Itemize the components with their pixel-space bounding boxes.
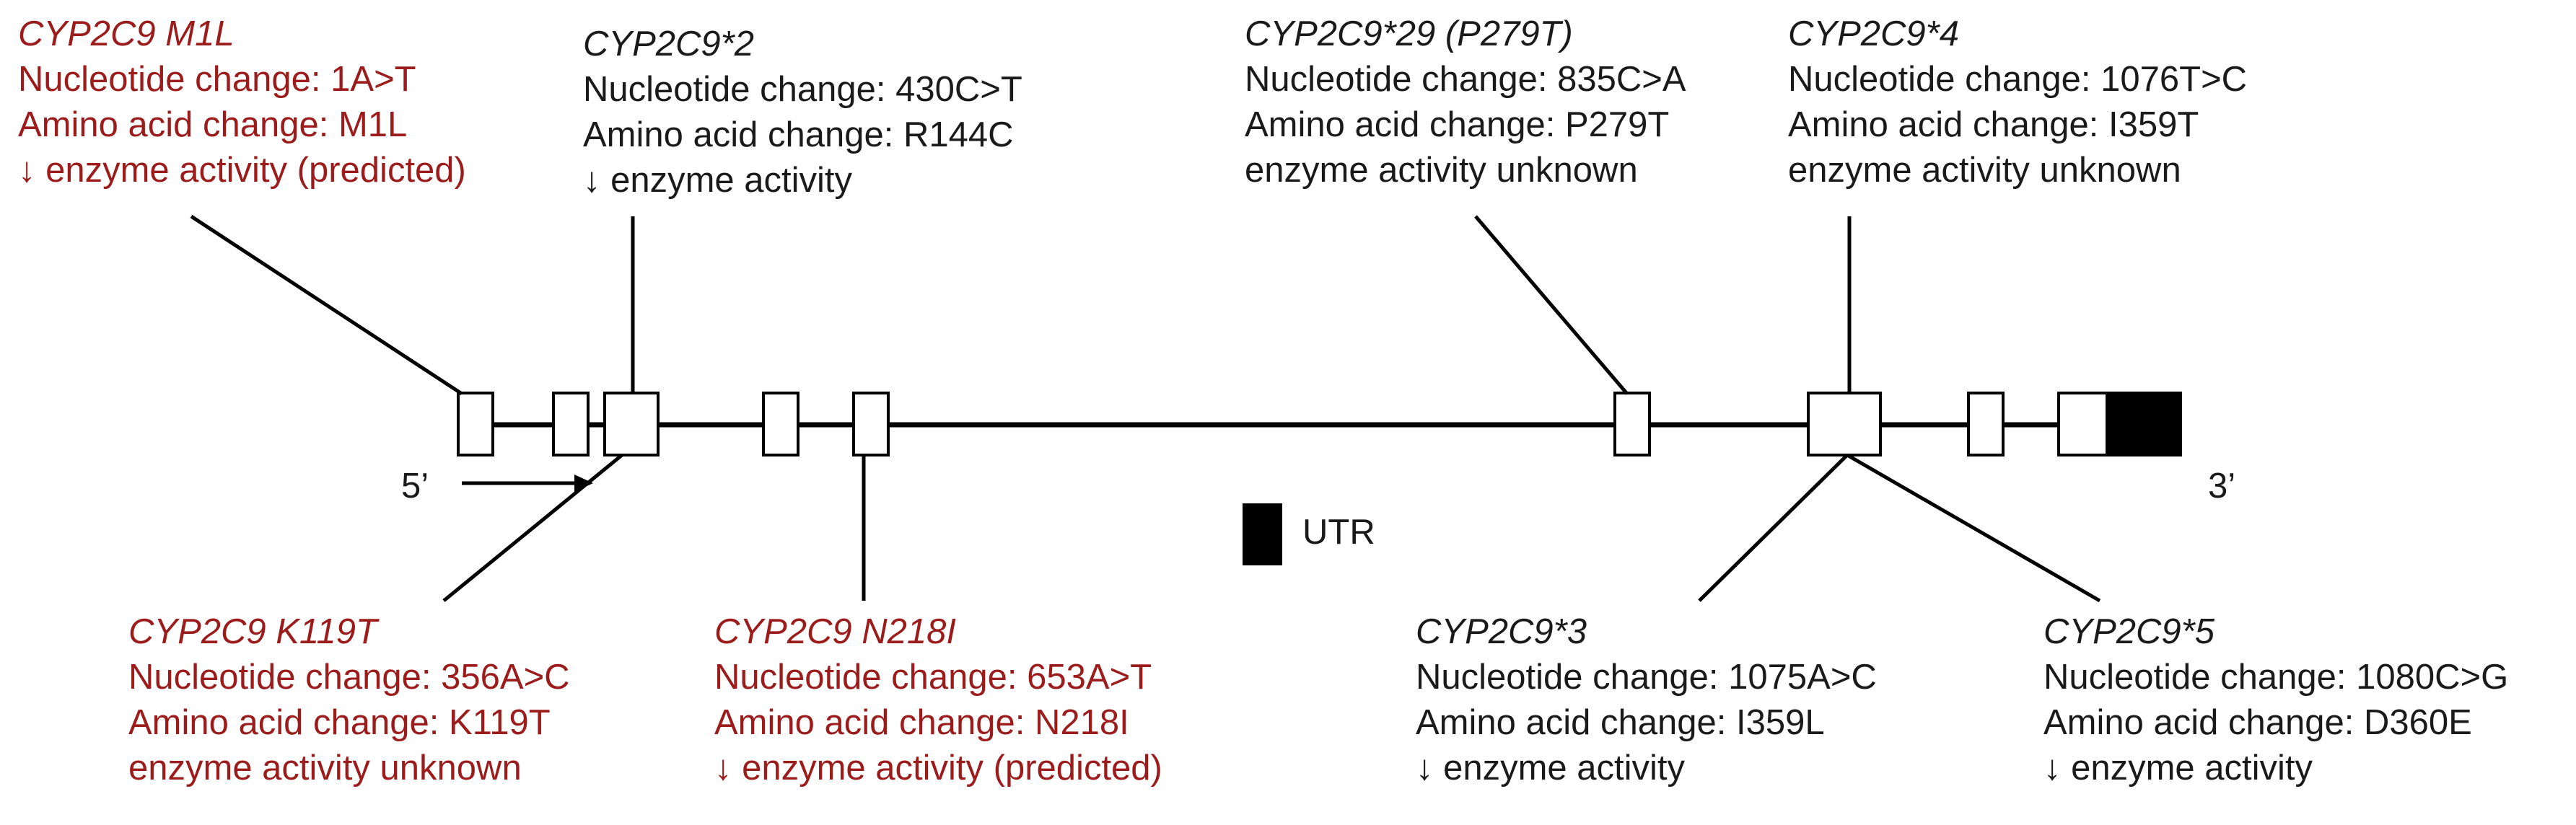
nucleotide-change: Nucleotide change: 430C>T [583, 70, 1022, 109]
amino-acid-change: Amino acid change: M1L [18, 105, 408, 144]
variant-name: CYP2C9*3 [1416, 612, 1587, 651]
exon-2 [552, 392, 590, 456]
amino-acid-change: Amino acid change: I359T [1788, 105, 2199, 144]
enzyme-activity: enzyme activity unknown [1788, 151, 2181, 190]
variant-star29: CYP2C9*29 (P279T) Nucleotide change: 835… [1245, 12, 1686, 193]
variant-k119t: CYP2C9 K119T Nucleotide change: 356A>C A… [128, 609, 570, 791]
variant-star5: CYP2C9*5 Nucleotide change: 1080C>G Amin… [2043, 609, 2508, 791]
exon-5 [852, 392, 890, 456]
enzyme-activity: ↓ enzyme activity [2043, 749, 2313, 788]
amino-acid-change: Amino acid change: I359L [1416, 703, 1825, 742]
variant-name: CYP2C9*5 [2043, 612, 2214, 651]
enzyme-activity: ↓ enzyme activity (predicted) [714, 749, 1162, 788]
connector-star3 [1698, 454, 1849, 602]
variant-star3: CYP2C9*3 Nucleotide change: 1075A>C Amin… [1416, 609, 1877, 791]
amino-acid-change: Amino acid change: R144C [583, 115, 1014, 154]
connector-m1l [190, 214, 463, 396]
exon-7 [1807, 392, 1882, 456]
enzyme-activity: ↓ enzyme activity (predicted) [18, 151, 466, 190]
variant-name: CYP2C9*29 (P279T) [1245, 14, 1573, 53]
variant-name: CYP2C9 M1L [18, 14, 235, 53]
nucleotide-change: Nucleotide change: 1076T>C [1788, 60, 2248, 99]
utr-block [2106, 392, 2182, 456]
amino-acid-change: Amino acid change: D360E [2043, 703, 2472, 742]
three-prime-label: 3’ [2208, 467, 2236, 506]
nucleotide-change: Nucleotide change: 1A>T [18, 60, 416, 99]
nucleotide-change: Nucleotide change: 1075A>C [1416, 658, 1877, 697]
enzyme-activity: ↓ enzyme activity [1416, 749, 1686, 788]
nucleotide-change: Nucleotide change: 835C>A [1245, 60, 1686, 99]
exon-8 [1967, 392, 2005, 456]
legend-utr-label: UTR [1302, 513, 1375, 552]
amino-acid-change: Amino acid change: K119T [128, 703, 551, 742]
five-prime-label: 5’ [401, 467, 429, 506]
variant-name: CYP2C9 K119T [128, 612, 377, 651]
amino-acid-change: Amino acid change: P279T [1245, 105, 1670, 144]
variant-star4: CYP2C9*4 Nucleotide change: 1076T>C Amin… [1788, 12, 2247, 193]
connector-star29 [1474, 215, 1629, 395]
variant-m1l: CYP2C9 M1L Nucleotide change: 1A>T Amino… [18, 12, 466, 193]
exon-4 [762, 392, 799, 456]
variant-name: CYP2C9*2 [583, 25, 754, 63]
exon-3 [603, 392, 660, 456]
exon-1 [457, 392, 494, 456]
nucleotide-change: Nucleotide change: 1080C>G [2043, 658, 2509, 697]
enzyme-activity: enzyme activity unknown [1245, 151, 1638, 190]
variant-name: CYP2C9 N218I [714, 612, 957, 651]
exon-9 [2057, 392, 2110, 456]
enzyme-activity: enzyme activity unknown [128, 749, 522, 788]
connector-star5 [1846, 453, 2101, 603]
connector-k119t [442, 454, 623, 602]
exon-6 [1613, 392, 1651, 456]
variant-n218i: CYP2C9 N218I Nucleotide change: 653A>T A… [714, 609, 1162, 791]
legend-utr-swatch [1243, 503, 1282, 565]
nucleotide-change: Nucleotide change: 356A>C [128, 658, 570, 697]
amino-acid-change: Amino acid change: N218I [714, 703, 1129, 742]
enzyme-activity: ↓ enzyme activity [583, 161, 853, 200]
variant-star2: CYP2C9*2 Nucleotide change: 430C>T Amino… [583, 22, 1022, 203]
variant-name: CYP2C9*4 [1788, 14, 1959, 53]
nucleotide-change: Nucleotide change: 653A>T [714, 658, 1152, 697]
arrow-head-icon [574, 475, 593, 492]
